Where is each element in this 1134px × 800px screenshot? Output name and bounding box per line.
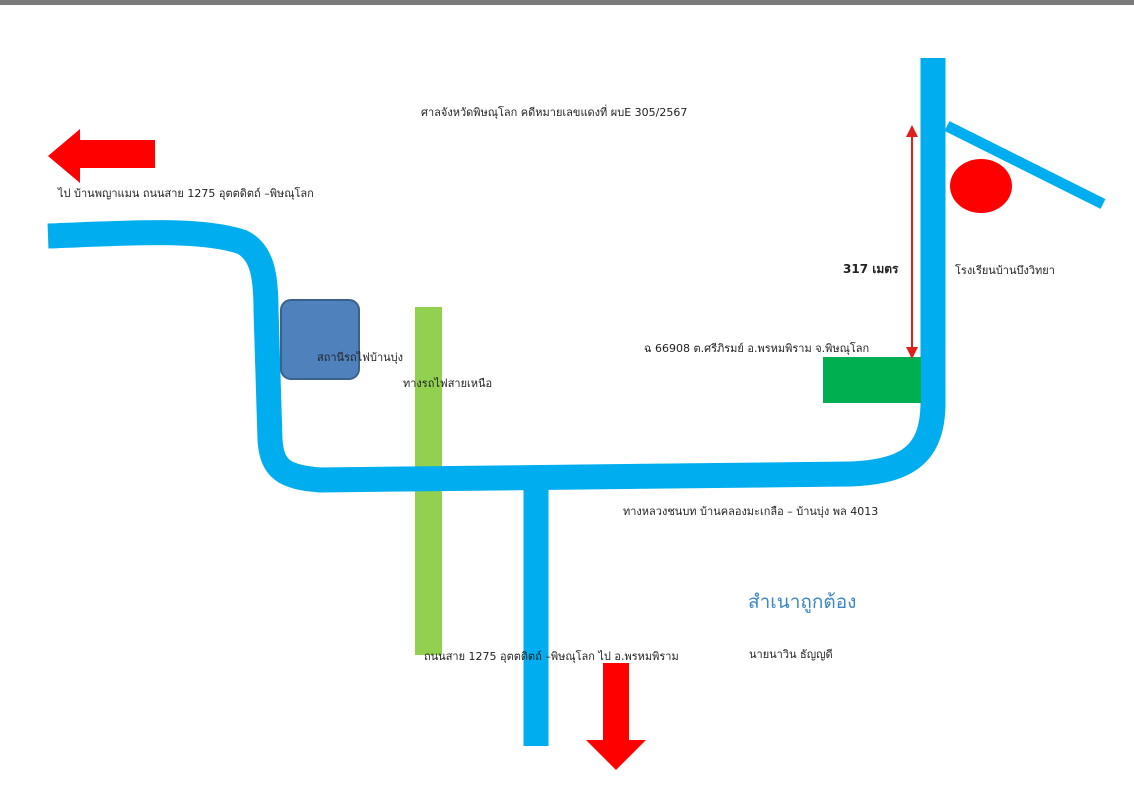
railway-label: ทางรถไฟสายเหนือ bbox=[403, 377, 493, 390]
certified-stamp: สำเนาถูกต้อง bbox=[748, 591, 857, 613]
to-south-label: ถนนสาย 1275 อุตตดิตถ์ –พิษณุโลก ไป อ.พรห… bbox=[424, 650, 679, 663]
school-marker-icon bbox=[950, 159, 1012, 213]
arrow-south-icon bbox=[586, 663, 646, 770]
to-west-label: ไป บ้านพญาแมน ถนนสาย 1275 อุตตดิตถ์ –พิษ… bbox=[58, 187, 314, 200]
school-road bbox=[944, 121, 1106, 209]
property-label: ฉ 66908 ต.ศรีภิรมย์ อ.พรหมพิราม จ.พิษณุโ… bbox=[644, 342, 870, 355]
rural-road-label: ทางหลวงชนบท บ้านคลองมะเกลือ – บ้านบุ่ง พ… bbox=[623, 505, 879, 518]
train-station-box bbox=[280, 299, 360, 380]
signer-name: นายนาวิน ธัญญดี bbox=[749, 648, 833, 661]
court-case-label: ศาลจังหวัดพิษณุโลก คดีหมายเลขแดงที่ ผบE … bbox=[421, 106, 688, 119]
station-label: สถานีรถไฟบ้านบุ่ง bbox=[317, 351, 403, 364]
top-border bbox=[0, 0, 1134, 5]
arrow-west-icon bbox=[48, 129, 155, 183]
distance-label: 317 เมตร bbox=[843, 262, 899, 276]
rural-road bbox=[47, 58, 946, 493]
property-parcel bbox=[823, 357, 921, 403]
school-label: โรงเรียนบ้านบึงวิทยา bbox=[955, 264, 1055, 277]
